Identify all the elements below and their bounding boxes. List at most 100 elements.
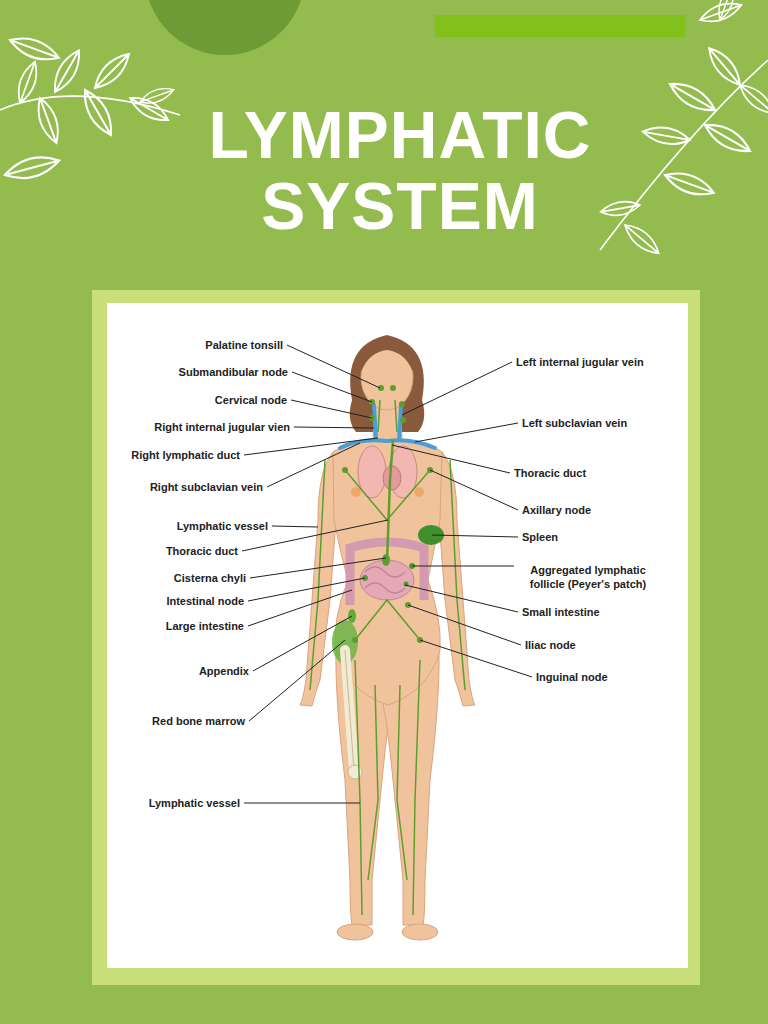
blood-veins — [374, 405, 376, 440]
part-label: Cisterna chyli — [174, 571, 246, 585]
lymph-vessels — [387, 440, 393, 562]
leader-lines — [248, 590, 352, 626]
part-label: Axillary node — [522, 503, 591, 517]
body-figure — [402, 924, 438, 940]
lymph-vessels — [310, 400, 465, 915]
bone — [345, 650, 354, 770]
leaf-decor — [138, 84, 176, 107]
body-figure — [300, 335, 475, 940]
leaf-decor — [89, 49, 134, 94]
leaf-decor — [0, 0, 768, 259]
part-label: Thoracic duct — [514, 466, 586, 480]
leaf-decor — [599, 199, 641, 219]
leader-lines — [253, 616, 352, 671]
leaf-decor — [698, 0, 744, 27]
background-decor — [145, 0, 305, 55]
part-label: Left subclavian vein — [522, 416, 627, 430]
organs — [351, 487, 361, 497]
leader-lines — [412, 566, 514, 567]
lymph-nodes — [352, 637, 358, 643]
organs — [348, 446, 444, 623]
leaf-decor — [641, 124, 691, 148]
part-label: Left internal jugular vein — [516, 355, 644, 369]
lymph-nodes — [400, 417, 406, 423]
lymph-nodes — [342, 467, 348, 473]
leaf-decor — [3, 152, 62, 184]
bone — [345, 650, 354, 770]
leaf-decor — [33, 95, 64, 145]
leaf-decor — [735, 80, 768, 119]
lymph-vessels — [378, 400, 380, 432]
lymph-vessels — [413, 660, 420, 915]
part-label: Cervical node — [215, 393, 287, 407]
lymph-nodes — [390, 385, 396, 391]
leader-lines — [249, 640, 345, 721]
part-label: Small intestine — [522, 605, 600, 619]
lymph-nodes — [382, 554, 390, 566]
leader-lines — [420, 640, 532, 677]
part-label: Thoracic duct — [166, 544, 238, 558]
leader-lines — [402, 362, 512, 415]
figure-panel — [92, 290, 700, 985]
body-figure — [361, 338, 413, 372]
leaf-decor — [701, 118, 754, 159]
organs — [365, 567, 405, 593]
leaf-decor — [620, 220, 663, 259]
lymph-vessels — [395, 400, 397, 432]
leaf-decor — [662, 167, 717, 201]
part-label: Spleen — [522, 530, 558, 544]
organs — [360, 560, 414, 600]
leaf-decor — [126, 92, 171, 126]
part-label: Red bone marrow — [152, 714, 245, 728]
body-figure — [439, 452, 475, 706]
part-label: Large intestine — [166, 619, 244, 633]
blood-veins — [340, 405, 435, 448]
figure-panel — [92, 290, 700, 985]
part-label: Submandibular node — [179, 365, 288, 379]
organs — [414, 487, 424, 497]
leader-lines — [292, 372, 372, 402]
figure-panel — [107, 303, 688, 968]
leaf-decor — [666, 77, 719, 118]
lymph-nodes — [342, 385, 433, 643]
lymph-vessels — [397, 685, 407, 880]
part-label: Appendix — [199, 664, 249, 678]
part-label: Right subclavian vein — [150, 480, 263, 494]
leader-lines — [405, 585, 518, 612]
leader-lines — [244, 803, 360, 804]
leader-lines — [250, 558, 386, 578]
part-label: Inguinal node — [536, 670, 608, 684]
leader-lines — [415, 423, 518, 442]
lymph-vessels — [355, 660, 362, 915]
part-label: Intestinal node — [166, 594, 244, 608]
blood-veins — [399, 405, 401, 440]
leaf-decor — [78, 86, 119, 139]
part-label: Palatine tonsill — [205, 338, 283, 352]
body-figure — [337, 924, 373, 940]
part-label: Right lymphatic duct — [131, 448, 240, 462]
leader-lines — [242, 345, 532, 803]
page-title: LYMPHATIC SYSTEM — [170, 100, 630, 243]
part-label: Lymphatic vessel — [149, 796, 240, 810]
part-label: Right internal jugular vien — [154, 420, 290, 434]
bone — [332, 620, 362, 779]
lymph-vessels — [450, 460, 465, 690]
lymph-vessels — [345, 470, 430, 520]
leader-lines — [392, 445, 510, 473]
lymph-vessels — [368, 685, 378, 880]
leaf-decor — [13, 59, 41, 105]
part-label: Aggregated lymphatic follicle (Peyer's p… — [518, 563, 658, 591]
leader-lines — [244, 438, 378, 455]
leader-lines — [272, 526, 318, 527]
leader-lines — [267, 443, 360, 487]
leader-lines — [408, 605, 521, 645]
leaf-decor — [48, 47, 86, 96]
leader-lines — [248, 578, 365, 601]
leaf-decor — [703, 43, 746, 90]
background-decor — [435, 15, 685, 37]
lymph-vessels — [310, 460, 325, 690]
leaf-decor — [7, 32, 62, 66]
leaf-decor — [600, 60, 768, 250]
leader-lines — [432, 535, 518, 537]
